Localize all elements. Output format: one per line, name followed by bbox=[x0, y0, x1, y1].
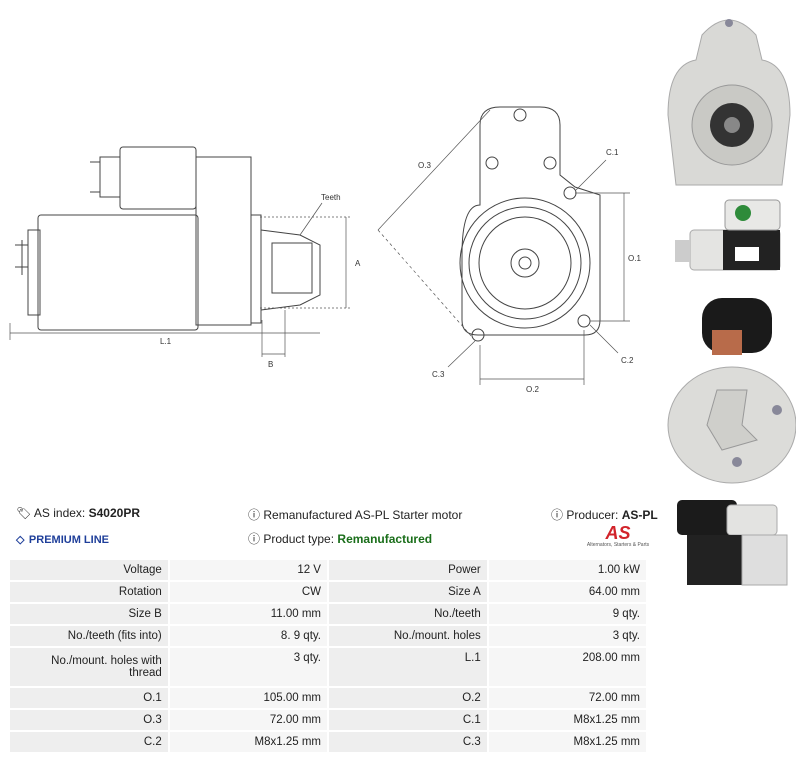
spec-value: 8. 9 qty. bbox=[169, 626, 327, 646]
table-row: Rotation CW Size A 64.00 mm bbox=[10, 582, 646, 602]
spec-value: 1.00 kW bbox=[488, 560, 646, 580]
description: ⓘ Remanufactured AS-PL Starter motor bbox=[248, 506, 462, 523]
product-type: ⓘ Product type: Remanufactured bbox=[248, 530, 432, 547]
spec-value: 64.00 mm bbox=[488, 582, 646, 602]
producer: ⓘ Producer: AS-PL bbox=[551, 506, 658, 523]
info-icon: ⓘ bbox=[248, 532, 261, 546]
table-row: No./teeth (fits into) 8. 9 qty. No./moun… bbox=[10, 626, 646, 646]
photo-side-bottom[interactable] bbox=[672, 495, 792, 595]
spec-key: Voltage bbox=[10, 560, 168, 580]
spec-key: Rotation bbox=[10, 582, 168, 602]
dim-c1-label: C.1 bbox=[606, 148, 619, 157]
dim-l1-label: L.1 bbox=[160, 337, 172, 346]
spec-value: 12 V bbox=[169, 560, 327, 580]
spec-key: O.3 bbox=[10, 710, 168, 730]
spec-value: M8x1.25 mm bbox=[488, 732, 646, 752]
table-row: C.2 M8x1.25 mm C.3 M8x1.25 mm bbox=[10, 732, 646, 752]
description-text: Remanufactured AS-PL Starter motor bbox=[263, 508, 463, 522]
premium-line-badge: ◇ PREMIUM LINE bbox=[16, 530, 109, 548]
as-index: 🏷︎ AS index: S4020PR bbox=[16, 506, 140, 520]
spec-value: 3 qty. bbox=[488, 626, 646, 646]
table-row: O.1 105.00 mm O.2 72.00 mm bbox=[10, 688, 646, 708]
spec-value: 11.00 mm bbox=[169, 604, 327, 624]
premium-line-label: PREMIUM LINE bbox=[28, 534, 109, 546]
spec-value: 3 qty. bbox=[169, 648, 327, 686]
spec-key: Power bbox=[328, 560, 487, 580]
dim-o3-label: O.3 bbox=[418, 161, 431, 170]
logo-subtext: Alternators, Starters & Parts bbox=[586, 542, 650, 548]
dim-b-label: B bbox=[268, 360, 273, 369]
photo-side-top[interactable] bbox=[665, 195, 797, 275]
spec-key: O.2 bbox=[328, 688, 487, 708]
producer-label: Producer: bbox=[566, 508, 619, 522]
producer-value: AS-PL bbox=[621, 508, 658, 522]
dim-a-label: A bbox=[355, 259, 361, 268]
as-index-label: AS index: bbox=[33, 506, 86, 520]
diamond-icon: ◇ bbox=[16, 534, 25, 546]
dim-c2-label: C.2 bbox=[621, 356, 634, 365]
spec-key: No./teeth bbox=[328, 604, 487, 624]
logo-text: AS bbox=[605, 523, 631, 543]
product-type-value: Remanufactured bbox=[337, 532, 433, 546]
spec-key: L.1 bbox=[328, 648, 487, 686]
dim-o2-label: O.2 bbox=[526, 385, 539, 394]
spec-key: No./mount. holes bbox=[328, 626, 487, 646]
table-row: Voltage 12 V Power 1.00 kW bbox=[10, 560, 646, 580]
spec-value: 9 qty. bbox=[488, 604, 646, 624]
spec-key: Size A bbox=[328, 582, 487, 602]
tag-icon: 🏷︎ bbox=[16, 506, 32, 520]
info-icon: ⓘ bbox=[551, 508, 564, 522]
spec-key: No./mount. holes with thread bbox=[10, 648, 168, 686]
spec-value: M8x1.25 mm bbox=[488, 710, 646, 730]
photo-front[interactable] bbox=[662, 5, 796, 195]
photo-rear[interactable] bbox=[662, 290, 796, 490]
spec-table: Voltage 12 V Power 1.00 kW Rotation CW S… bbox=[8, 558, 648, 754]
spec-key: C.1 bbox=[328, 710, 487, 730]
spec-value: CW bbox=[169, 582, 327, 602]
info-icon: ⓘ bbox=[248, 508, 261, 522]
asp-logo: AS Alternators, Starters & Parts bbox=[585, 524, 651, 548]
technical-drawing: Teeth A B L.1 O.3 O.1 O.2 C.1 C.2 C.3 bbox=[9, 106, 641, 394]
teeth-label: Teeth bbox=[321, 193, 341, 202]
spec-value: 72.00 mm bbox=[169, 710, 327, 730]
spec-key: No./teeth (fits into) bbox=[10, 626, 168, 646]
spec-value: M8x1.25 mm bbox=[169, 732, 327, 752]
table-row: Size B 11.00 mm No./teeth 9 qty. bbox=[10, 604, 646, 624]
table-row: O.3 72.00 mm C.1 M8x1.25 mm bbox=[10, 710, 646, 730]
as-index-value: S4020PR bbox=[88, 506, 140, 520]
table-row: No./mount. holes with thread 3 qty. L.1 … bbox=[10, 648, 646, 686]
spec-value: 105.00 mm bbox=[169, 688, 327, 708]
spec-key: O.1 bbox=[10, 688, 168, 708]
dim-c3-label: C.3 bbox=[432, 370, 445, 379]
spec-value: 208.00 mm bbox=[488, 648, 646, 686]
spec-key: C.2 bbox=[10, 732, 168, 752]
spec-value: 72.00 mm bbox=[488, 688, 646, 708]
spec-key: Size B bbox=[10, 604, 168, 624]
product-type-label: Product type: bbox=[263, 532, 335, 546]
spec-key: C.3 bbox=[328, 732, 487, 752]
dim-o1-label: O.1 bbox=[628, 254, 641, 263]
